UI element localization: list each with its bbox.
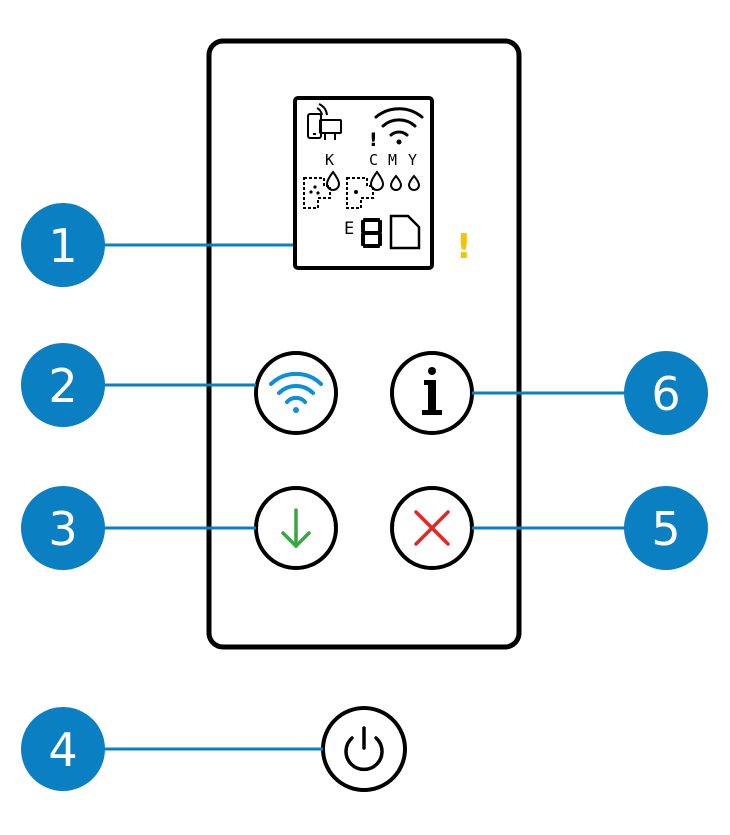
- cyan-ink-drop-icon: [369, 170, 385, 191]
- black-ink-drop-icon: [325, 170, 341, 191]
- power-icon: [344, 726, 384, 772]
- callout-badge-6: 6: [624, 351, 708, 435]
- resume-button[interactable]: [254, 486, 338, 570]
- callout-badge-3: 3: [21, 486, 105, 570]
- ink-label-cyan: C: [369, 151, 378, 169]
- ink-label-yellow: Y: [408, 151, 417, 169]
- control-panel-display: ! K C M Y E: [293, 96, 434, 270]
- callout-badge-4: 4: [21, 707, 105, 791]
- callout-number: 4: [48, 723, 77, 777]
- arrow-down-icon: [281, 508, 311, 549]
- callout-number: 6: [651, 367, 680, 421]
- info-icon: [422, 367, 442, 415]
- paper-icon: [389, 214, 421, 250]
- yellow-ink-drop-icon: [407, 174, 421, 191]
- warning-light: !: [456, 227, 472, 267]
- wifi-icon: [269, 371, 323, 413]
- color-cartridge-icon: [346, 177, 374, 209]
- callout-number: 2: [48, 359, 77, 413]
- wireless-button[interactable]: [254, 351, 338, 435]
- wireless-attention-icon: !: [369, 129, 378, 151]
- information-button[interactable]: [390, 351, 474, 435]
- cancel-button[interactable]: [390, 486, 474, 570]
- callout-badge-5: 5: [624, 486, 708, 570]
- wireless-status-icon: [374, 107, 424, 145]
- power-button[interactable]: [321, 706, 407, 792]
- callout-badge-1: 1: [21, 203, 105, 287]
- callout-number: 3: [48, 502, 77, 556]
- callout-number: 1: [48, 219, 77, 273]
- x-icon: [414, 510, 450, 546]
- wifi-direct-icon: [307, 103, 342, 140]
- magenta-ink-drop-icon: [389, 174, 403, 191]
- black-cartridge-icon: [303, 177, 331, 209]
- callout-badge-2: 2: [21, 343, 105, 427]
- ink-label-black: K: [325, 151, 334, 169]
- error-letter: E: [344, 219, 354, 239]
- ink-label-magenta: M: [388, 151, 397, 169]
- callout-number: 5: [651, 502, 680, 556]
- segment-digit-icon: [361, 218, 382, 248]
